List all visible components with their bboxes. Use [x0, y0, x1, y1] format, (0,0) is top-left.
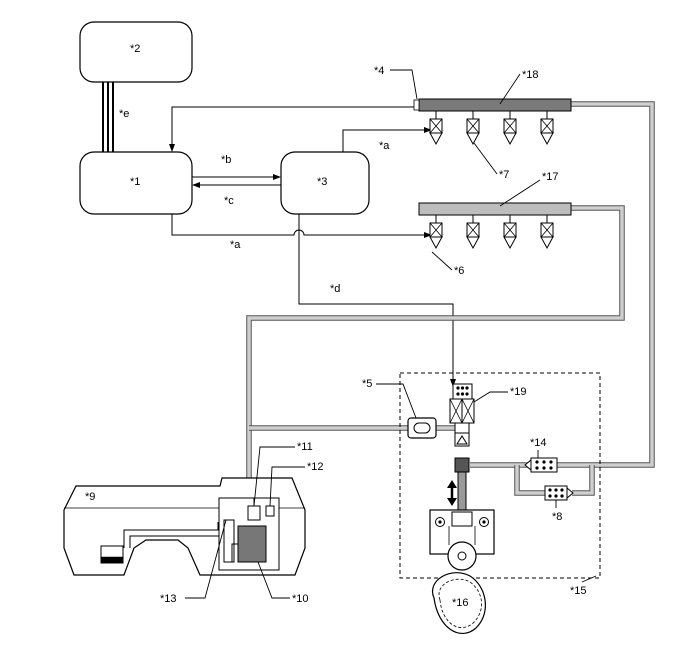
fuel-pump-module: [218, 497, 280, 571]
injector-upper-2: [466, 111, 480, 146]
label-17: *17: [542, 171, 559, 183]
label-3: *3: [317, 176, 327, 188]
label-6: *6: [454, 265, 464, 277]
label-a-upper: *a: [379, 140, 390, 152]
label-8: *8: [552, 511, 562, 523]
label-13: *13: [160, 593, 177, 605]
label-11: *11: [297, 441, 313, 453]
pressure-regulator-5: [407, 417, 437, 439]
spill-valve-19: [449, 383, 475, 473]
label-9: *9: [85, 491, 95, 503]
label-18: *18: [522, 69, 539, 81]
label-15: *15: [570, 585, 587, 597]
label-d: *d: [330, 283, 340, 295]
label-1: *1: [130, 176, 140, 188]
plunger-motion-arrow: [447, 480, 457, 506]
injectors: [429, 111, 554, 250]
rail-lower-17: [418, 202, 572, 216]
label-2: *2: [130, 43, 140, 55]
signal-a-upper: [342, 127, 432, 152]
injector-lower-4: [540, 215, 554, 250]
label-a-lower: *a: [230, 239, 241, 251]
signal-d: [298, 214, 456, 387]
box-1: [79, 151, 193, 215]
rail-upper-18: [413, 98, 572, 112]
signal-4-to-1: [169, 106, 419, 152]
wire-bundle-e: [102, 82, 114, 152]
injector-lower-1: [429, 215, 443, 250]
label-c: *c: [224, 195, 234, 207]
signal-b-c: [192, 174, 281, 188]
label-10: *10: [292, 593, 309, 605]
injector-upper-1: [429, 111, 443, 146]
fuel-pipes: [246, 101, 655, 496]
injector-lower-3: [503, 215, 517, 250]
box-3: [280, 151, 370, 215]
box-2: [79, 21, 193, 83]
injector-upper-3: [503, 111, 517, 146]
pump-module-boundary: [399, 372, 601, 579]
cam-16: [431, 572, 486, 634]
label-12: *12: [307, 461, 324, 473]
leader-lines: [185, 69, 597, 599]
label-19: *19: [510, 386, 527, 398]
relief-valve-8: [544, 485, 574, 501]
label-4: *4: [374, 65, 384, 77]
pump-plunger: [429, 471, 495, 571]
signal-a-lower: [171, 214, 432, 238]
label-b: *b: [221, 154, 231, 166]
label-14: *14: [530, 437, 547, 449]
check-valve-14: [524, 457, 558, 473]
label-e: *e: [119, 108, 129, 120]
injector-upper-4: [540, 111, 554, 146]
label-5: *5: [362, 378, 372, 390]
label-16: *16: [452, 597, 469, 609]
callout-labels: *2 *1 *3 *e *b *c *a *a *d *4 *18 *17 *7…: [85, 43, 587, 609]
injector-lower-2: [466, 215, 480, 250]
label-7: *7: [499, 169, 509, 181]
